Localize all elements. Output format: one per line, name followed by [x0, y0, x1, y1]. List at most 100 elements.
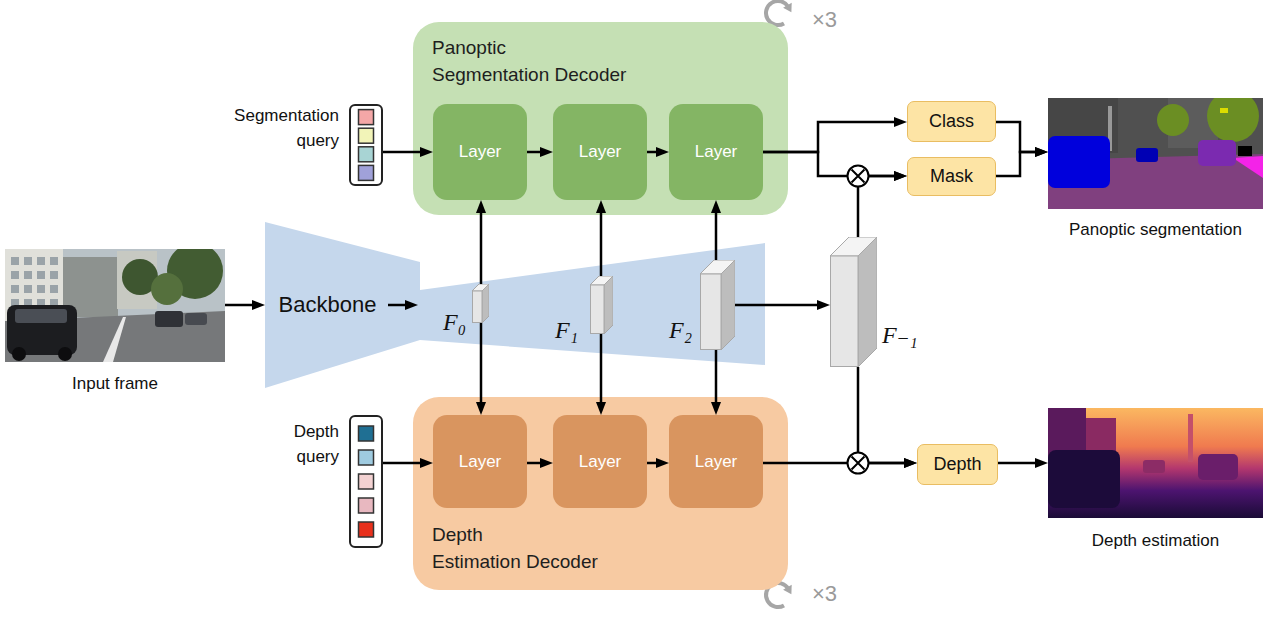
feature-label: F₁ [555, 316, 578, 344]
image-caption: Depth estimation [1008, 530, 1269, 552]
cuboid-side [604, 276, 613, 334]
decoder-panel: Depth Estimation Decoder Layer Layer Layer [413, 397, 788, 590]
feature-cuboid [590, 276, 613, 334]
head-label: Class [929, 111, 974, 132]
layer-box: Layer [433, 104, 527, 200]
cuboid-front [473, 291, 483, 323]
query-box: Segmentation query [349, 104, 383, 186]
multiply-operator [848, 166, 869, 187]
layer-box: Layer [553, 415, 647, 508]
cuboid-side [858, 237, 877, 367]
layer-box: Layer [433, 415, 527, 508]
feature-cuboid [472, 284, 489, 323]
head-box: Depth [917, 444, 998, 485]
cuboid-side [721, 260, 735, 350]
cuboid-front [701, 274, 722, 350]
query-label: Depth query [294, 419, 339, 469]
text-line: Estimation Decoder [432, 551, 598, 572]
query-token [359, 147, 374, 162]
feature-map: F₋₁ [830, 237, 877, 367]
connector-arrow [383, 462, 426, 465]
connector-arrow [763, 122, 900, 152]
connector-arrow [998, 462, 1041, 465]
connector-arrow [715, 350, 718, 408]
feature-label: F₋₁ [882, 321, 918, 349]
repeat-icon [766, 1, 792, 25]
text-line: query [296, 447, 339, 466]
decoder-title: Depth Estimation Decoder [432, 521, 598, 575]
query-tokens [351, 417, 381, 546]
head-box: Class [907, 101, 996, 142]
feature-label: F₀ [443, 308, 466, 336]
street-photo [5, 249, 225, 362]
connector-arrow [527, 462, 546, 465]
feature-map: F₀ [472, 284, 489, 323]
layer-label: Layer [695, 142, 738, 162]
repeat-arc [766, 1, 788, 25]
query-token [359, 474, 374, 489]
image-picture [1048, 408, 1263, 518]
connector-arrow [996, 122, 1041, 152]
connector-arrow [600, 207, 603, 276]
query-token [359, 450, 374, 465]
query-token [359, 110, 374, 125]
decoder-title: Panoptic Segmentation Decoder [432, 34, 626, 88]
connector-arrow [480, 207, 483, 284]
feature-pyramid-band [420, 243, 765, 365]
connector-arrow [647, 151, 662, 154]
repeat-arrowhead [783, 585, 792, 594]
feature-map: F₂ [700, 260, 735, 350]
layer-label: Layer [579, 452, 622, 472]
repeat-arrowhead [783, 3, 792, 12]
connector-arrow [735, 304, 823, 307]
connector-arrow [715, 207, 718, 260]
connector-arrow [480, 323, 483, 408]
connector-arrow [383, 151, 426, 154]
layer-box: Layer [669, 415, 763, 508]
image-caption: Panoptic segmentation [1008, 219, 1269, 241]
layer-label: Layer [579, 142, 622, 162]
image-panel: Depth estimation [1048, 408, 1263, 518]
repeat-count: ×3 [812, 8, 837, 32]
image-picture [1048, 98, 1263, 209]
query-token [359, 522, 374, 537]
head-box: Mask [907, 157, 996, 196]
connector-arrow [388, 304, 411, 307]
connector-arrow [600, 334, 603, 408]
layer-box: Layer [669, 104, 763, 200]
feature-label: F₂ [669, 316, 692, 344]
segmentation-map [1048, 98, 1263, 209]
image-panel: Panoptic segmentation [1048, 98, 1263, 209]
query-token [359, 128, 374, 143]
text-line: Segmentation Decoder [432, 64, 626, 85]
text-line: Segmentation [234, 103, 339, 128]
query-tokens [351, 106, 381, 184]
feature-map: F₁ [590, 276, 613, 334]
query-box: Depth query [349, 415, 383, 548]
cuboid-front [591, 285, 605, 334]
image-picture [5, 249, 225, 362]
text-line: Panoptic [432, 34, 626, 61]
feature-cuboid [830, 237, 877, 367]
repeat-count: ×3 [812, 582, 837, 606]
feature-cuboid [700, 260, 735, 350]
connector-arrow [763, 152, 900, 176]
query-token [359, 165, 374, 180]
layer-label: Layer [459, 142, 502, 162]
connector-arrow [225, 304, 258, 307]
query-token [359, 426, 374, 441]
text-line: Depth [432, 521, 598, 548]
connector-arrow [858, 367, 910, 463]
head-label: Depth [933, 454, 981, 475]
depth-map [1048, 408, 1263, 518]
cuboid-side [482, 284, 489, 323]
multiply-operator [848, 453, 869, 474]
connector-arrow [647, 462, 662, 465]
layer-label: Layer [695, 452, 738, 472]
decoder-panel: Panoptic Segmentation DecoderLayer Layer L… [413, 22, 788, 215]
head-label: Mask [930, 166, 973, 187]
layer-box: Layer [553, 104, 647, 200]
image-caption: Input frame [0, 373, 265, 395]
